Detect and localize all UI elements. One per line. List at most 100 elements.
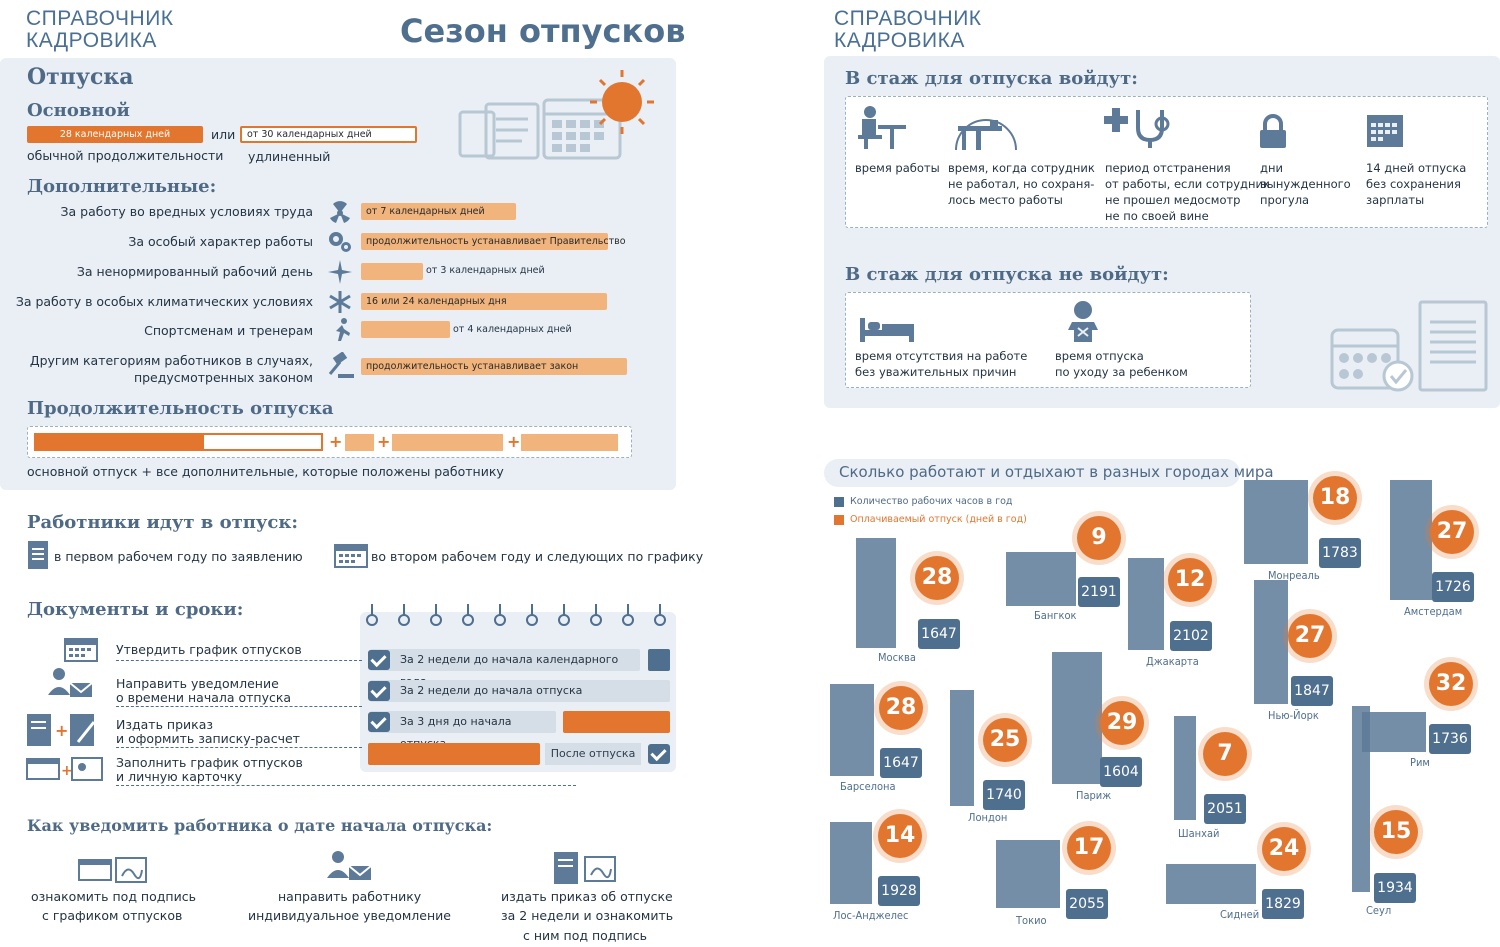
notify-3-line-1: издать приказ об отпуске	[501, 889, 673, 904]
world-title-bg	[824, 459, 1240, 487]
duration-caption: основной отпуск + все дополнительные, ко…	[27, 464, 504, 479]
city-building-icon	[1006, 552, 1076, 606]
city-vacation-days: 18	[1313, 476, 1357, 520]
add-label-irregular: За ненормированный рабочий день	[76, 264, 313, 279]
city-building-icon	[1174, 716, 1196, 820]
runner-icon	[336, 318, 350, 341]
city-name: Лондон	[968, 811, 1008, 824]
duration-title: Продолжительность отпуска	[27, 398, 334, 419]
city-vacation-days: 14	[878, 814, 922, 858]
plus-3: +	[507, 432, 521, 451]
add-label-other-1: Другим категориям работников в случаях,	[29, 353, 313, 368]
go-title: Работники идут в отпуск:	[27, 512, 299, 533]
notify-2-line-1: направить работнику	[278, 889, 422, 904]
duration-main-bar	[34, 433, 323, 451]
city-building-icon	[1352, 706, 1370, 892]
city-hours: 2055	[1066, 889, 1108, 919]
radiation-icon	[330, 201, 350, 223]
duration-add-bar-3	[521, 434, 618, 451]
add-label-sport: Спортсменам и тренерам	[144, 323, 313, 338]
city-hours: 1783	[1319, 538, 1361, 568]
doc-left-2b: о времени начала отпуска	[116, 690, 292, 705]
add-outside-sport: от 4 календарных дней	[453, 324, 572, 335]
out-item-2-line-2: по уходу за ребенком	[1055, 365, 1188, 379]
schedule-icon	[64, 638, 98, 662]
doc-marker-1	[648, 649, 670, 671]
city-vacation-days: 24	[1262, 827, 1306, 871]
doc-right-3: За 3 дня до начала отпуска	[370, 711, 556, 750]
city-vacation-days: 7	[1203, 732, 1247, 776]
doc-connector-2	[116, 706, 362, 707]
city-name: Москва	[878, 651, 916, 664]
city-building-icon	[1390, 480, 1432, 600]
legend-vac-swatch	[834, 514, 844, 525]
main-label-extended: удлиненный	[248, 149, 331, 164]
in-item-3-line-1: период отстранения	[1105, 161, 1231, 175]
doc-right-2-text: За 2 недели до начала отпуска	[400, 684, 583, 697]
page-title: Сезон отпусков	[400, 12, 686, 50]
snowflake-icon	[329, 291, 351, 313]
main-label-normal: обычной продолжительности	[27, 148, 224, 163]
city-hours: 1829	[1262, 889, 1304, 919]
city-vacation-days: 29	[1100, 701, 1144, 745]
calendar-document-illustration	[1330, 300, 1488, 392]
add-label-climate: За работу в особых климатических условия…	[15, 294, 313, 309]
bed-icon	[860, 318, 914, 342]
check-icon	[368, 712, 390, 732]
calendar-sun-illustration	[458, 70, 654, 160]
city-vacation-days: 17	[1067, 826, 1111, 870]
city-name: Бангкок	[1034, 609, 1077, 622]
add-outside-irregular: от 3 календарных дней	[426, 265, 545, 276]
additional-title: Дополнительные:	[27, 176, 217, 197]
main-bar-28: 28 календарных дней	[27, 126, 203, 143]
in-item-5-line-3: зарплаты	[1366, 193, 1425, 207]
city-hours: 2102	[1170, 621, 1212, 651]
go-first: в первом рабочем году по заявлению	[54, 549, 303, 564]
in-item-4-line-2: вынужденного	[1260, 177, 1351, 191]
in-item-4-line-3: прогула	[1260, 193, 1310, 207]
in-item-1-line-1: время работы	[855, 161, 940, 175]
city-hours: 1928	[878, 876, 920, 906]
add-bar-climate: 16 или 24 календарных дня	[361, 293, 607, 310]
baby-icon	[1068, 301, 1098, 342]
city-hours: 2191	[1078, 577, 1120, 607]
calendar-icon	[1367, 115, 1403, 147]
city-vacation-days: 27	[1430, 510, 1474, 554]
city-name: Рим	[1410, 756, 1430, 769]
in-item-3-line-2: от работы, если сотрудник	[1105, 177, 1270, 191]
city-vacation-days: 9	[1077, 516, 1121, 560]
in-item-3-line-3: не прошел медосмотр	[1105, 193, 1241, 207]
city-building-icon	[1128, 558, 1164, 650]
main-vacation-title: Основной	[27, 100, 130, 121]
brand-line-1: СПРАВОЧНИК	[26, 7, 174, 30]
legend-hours-swatch	[834, 496, 844, 507]
doc-left-3a: Издать приказ	[116, 717, 214, 732]
add-bar-other: продолжительность устанавливает закон	[361, 358, 627, 375]
out-item-1-line-2: без уважительных причин	[855, 365, 1017, 379]
city-vacation-days: 28	[879, 686, 923, 730]
schedule-card-icon: +	[26, 757, 103, 781]
in-item-5-line-1: 14 дней отпуска	[1366, 161, 1467, 175]
worker-desk-icon	[858, 106, 906, 149]
vacations-title: Отпуска	[27, 64, 134, 90]
stethoscope-icon	[1104, 108, 1170, 148]
city-hours: 1647	[918, 619, 960, 649]
svg-text:+: +	[55, 721, 68, 740]
city-hours: 1740	[983, 780, 1025, 810]
city-hours: 1726	[1432, 572, 1474, 602]
city-building-icon	[856, 538, 896, 648]
gavel-icon	[328, 352, 354, 378]
city-name: Сеул	[1366, 904, 1392, 917]
add-bar-harmful: от 7 календарных дней	[361, 203, 516, 220]
city-hours: 1647	[880, 748, 922, 778]
in-item-2-line-1: время, когда сотрудник	[948, 161, 1095, 175]
city-building-icon	[1166, 864, 1256, 904]
order-docs-icon: +	[27, 714, 96, 746]
notify-2-line-2: индивидуальное уведомление	[248, 908, 451, 923]
city-vacation-days: 32	[1429, 662, 1473, 706]
in-item-5-line-2: без сохранения	[1366, 177, 1461, 191]
add-label-other-2: предусмотренных законом	[133, 370, 313, 385]
main-bar-30: от 30 календарных дней	[240, 126, 417, 143]
city-name: Токио	[1016, 914, 1047, 927]
doc-right-1: За 2 недели до начала календарного года	[370, 649, 640, 688]
